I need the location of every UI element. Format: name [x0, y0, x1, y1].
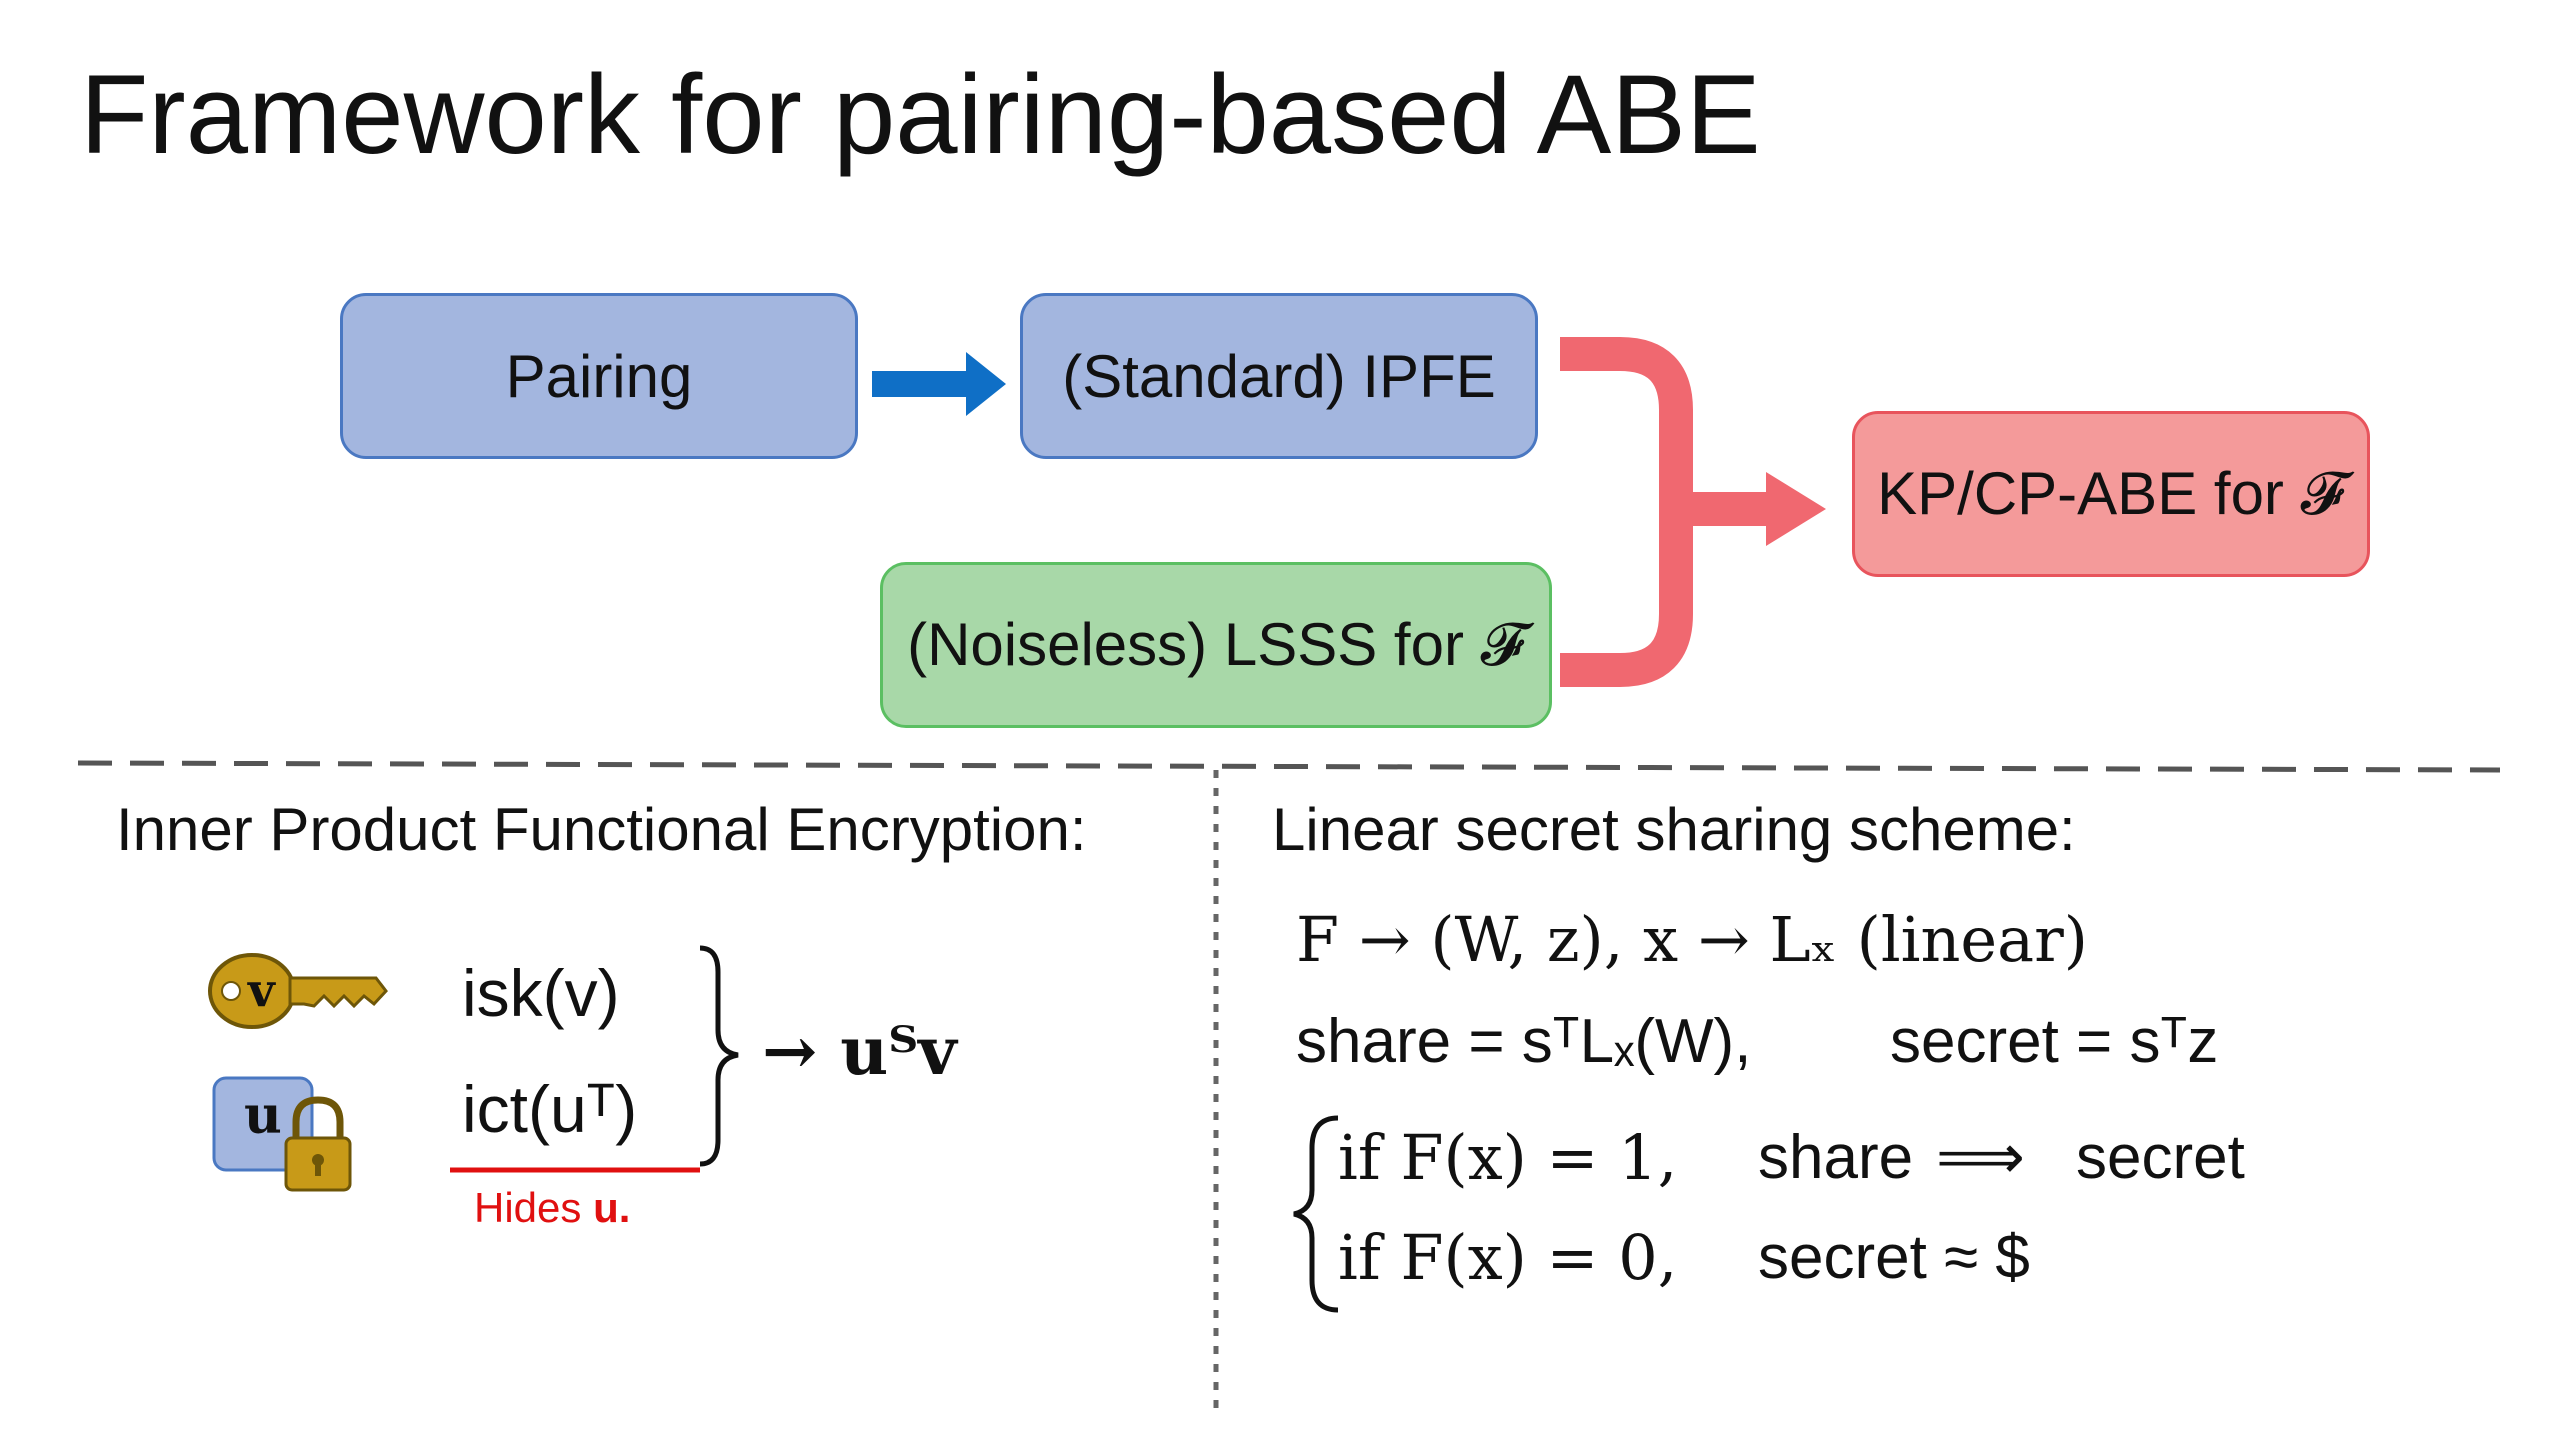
arrow-merge-to-abe [1560, 337, 1826, 687]
ipfe-heading: Inner Product Functional Encryption: [116, 796, 1087, 863]
brace-cases [1293, 1115, 1339, 1313]
page-title: Framework for pairing-based ABE [80, 52, 1761, 177]
arrow-pairing-to-ipfe [872, 352, 1006, 416]
secret-definition: secret = sᵀz [1890, 1007, 2219, 1076]
share-definition: share = sᵀLₓ(W), [1296, 1007, 1752, 1076]
case2-condition: if F(x) = 0, [1338, 1221, 1678, 1294]
lsss-mapping: F → (W, z), x → Lₓ (linear) [1296, 903, 2088, 976]
divider-horizontal [77, 760, 2501, 773]
case1-implies: ⟹ [1936, 1123, 2025, 1192]
key-icon [208, 953, 388, 1029]
isk-expression: isk(v) [462, 956, 620, 1030]
box-pairing: Pairing [340, 293, 858, 459]
hides-variable: u. [593, 1184, 631, 1231]
brace-right [699, 945, 739, 1167]
hides-note: Hides u. [474, 1184, 630, 1232]
case1-condition: if F(x) = 1, [1338, 1121, 1678, 1194]
padlock-icon [212, 1076, 352, 1192]
hides-text: Hides [474, 1184, 582, 1231]
ict-expression: ict(uᵀ) [462, 1072, 638, 1146]
box-lsss: (Noiseless) LSSS for 𝓕 [880, 562, 1552, 728]
box-ipfe: (Standard) IPFE [1020, 293, 1538, 459]
inner-product-result: → uᵀv [762, 1012, 957, 1090]
case2-secret: secret ≈ $ [1758, 1223, 2030, 1292]
lsss-heading: Linear secret sharing scheme: [1272, 796, 2076, 863]
case1-share: share [1758, 1123, 1914, 1192]
key-letter: v [248, 963, 275, 1017]
box-abe: KP/CP-ABE for 𝓕 [1852, 411, 2370, 577]
lock-letter: u [244, 1085, 282, 1146]
case1-secret: secret [2076, 1123, 2245, 1192]
